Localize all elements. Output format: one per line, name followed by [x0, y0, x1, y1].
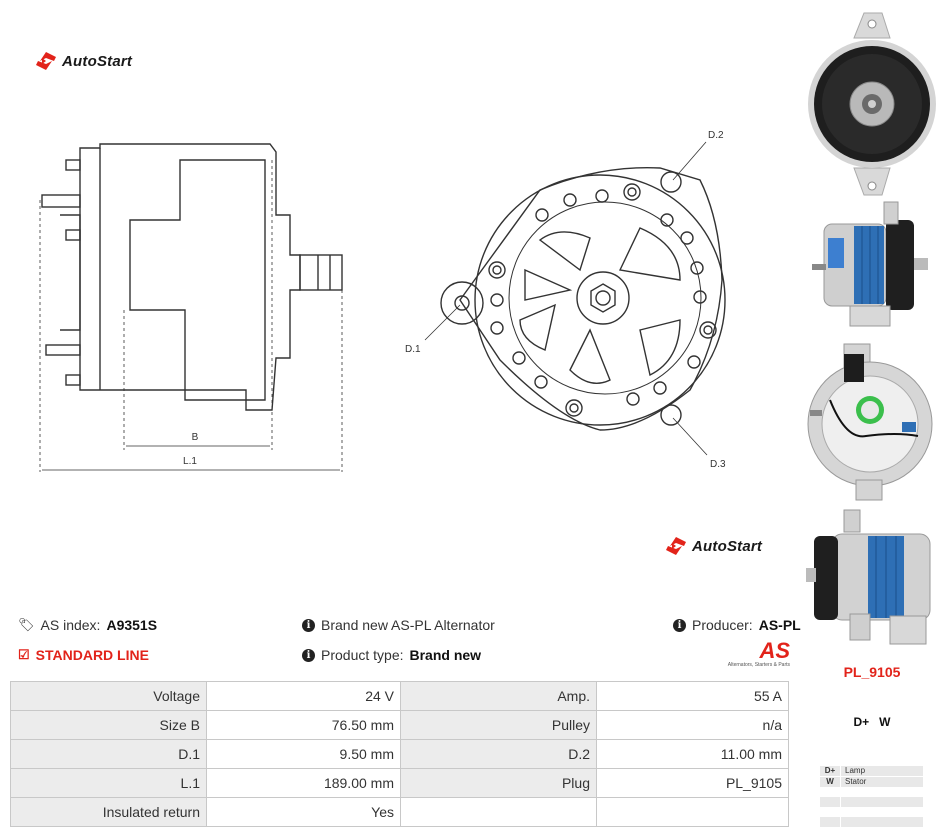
label-d2: D.2	[708, 130, 724, 141]
legend-key	[820, 817, 840, 827]
as-index: 🏷 AS index: A9351S	[18, 617, 157, 633]
legend-row: D+ Lamp	[820, 766, 923, 776]
legend-row	[820, 817, 923, 827]
spec-label: L.1	[10, 768, 207, 798]
label-d1: D.1	[405, 344, 421, 355]
legend-key: D+	[820, 766, 840, 776]
producer: i Producer: AS-PL	[673, 617, 801, 633]
plug-legend: D+ Lamp W Stator	[820, 766, 923, 828]
spec-value: 11.00 mm	[596, 739, 789, 769]
label-l1: L.1	[183, 456, 197, 467]
label-b: B	[192, 432, 199, 443]
spec-value: 55 A	[596, 681, 789, 711]
legend-key: W	[820, 777, 840, 787]
autostart-logo-icon	[36, 52, 56, 70]
as-pl-logo-tagline: Alternators, Starters & Parts	[727, 662, 790, 668]
table-row: D.1 9.50 mm D.2 11.00 mm	[10, 739, 789, 769]
spec-value: 189.00 mm	[206, 768, 401, 798]
spec-label: Size B	[10, 710, 207, 740]
plug-pins: D+ W	[853, 715, 891, 729]
spec-value: Yes	[206, 797, 401, 827]
legend-value	[841, 797, 923, 807]
spec-label: Insulated return	[10, 797, 207, 827]
spec-label	[400, 797, 597, 827]
product-photo-side[interactable]	[806, 198, 938, 334]
spec-value: 24 V	[206, 681, 401, 711]
spec-label: Plug	[400, 768, 597, 798]
description: i Brand new AS-PL Alternator	[302, 617, 495, 633]
legend-row: W Stator	[820, 777, 923, 787]
spec-value: 76.50 mm	[206, 710, 401, 740]
product-type-label: Product type:	[321, 647, 404, 663]
info-icon: i	[302, 618, 315, 632]
spec-value	[596, 797, 789, 827]
spec-label: Pulley	[400, 710, 597, 740]
spec-value: PL_9105	[596, 768, 789, 798]
as-index-value: A9351S	[106, 617, 158, 633]
autostart-logo-icon	[666, 537, 686, 555]
spec-value: 9.50 mm	[206, 739, 401, 769]
tags-icon: 🏷	[18, 617, 35, 632]
dimension-lines	[39, 160, 343, 472]
table-row: L.1 189.00 mm Plug PL_9105	[10, 768, 789, 798]
product-photo-rear[interactable]	[806, 340, 938, 505]
brand-logo-top: AutoStart	[36, 52, 132, 70]
as-pl-logo: AS Alternators, Starters & Parts	[706, 638, 790, 669]
legend-row	[820, 797, 923, 807]
spec-label: Voltage	[10, 681, 207, 711]
description-text: Brand new AS-PL Alternator	[321, 617, 495, 633]
producer-value: AS-PL	[758, 617, 801, 633]
legend-key	[820, 797, 840, 807]
brand-name: AutoStart	[62, 52, 133, 70]
info-icon: i	[673, 618, 686, 632]
info-icon: i	[302, 648, 315, 662]
product-type: i Product type: Brand new	[302, 647, 481, 663]
spec-label: D.1	[10, 739, 207, 769]
plug-code: PL_9105	[843, 664, 901, 680]
as-index-label: AS index:	[40, 617, 101, 633]
product-photo-front[interactable]	[806, 8, 938, 198]
legend-value: Stator	[841, 777, 923, 787]
front-leaders	[424, 141, 708, 456]
producer-label: Producer:	[692, 617, 753, 633]
spec-value: n/a	[596, 710, 789, 740]
check-square-icon: ☑	[18, 647, 30, 662]
specs-table: Voltage 24 V Amp. 55 A Size B 76.50 mm P…	[10, 681, 789, 827]
product-photo-side-2[interactable]	[806, 508, 938, 650]
as-pl-logo-text: AS	[759, 638, 790, 663]
table-row: Size B 76.50 mm Pulley n/a	[10, 710, 789, 740]
legend-value: Lamp	[841, 766, 923, 776]
label-d3: D.3	[710, 459, 726, 470]
table-row: Insulated return Yes	[10, 797, 789, 827]
brand-name: AutoStart	[692, 537, 763, 555]
table-row: Voltage 24 V Amp. 55 A	[10, 681, 789, 711]
standard-line: ☑ STANDARD LINE	[18, 647, 149, 663]
spec-label: D.2	[400, 739, 597, 769]
brand-logo-bottom: AutoStart	[666, 537, 762, 555]
line-label: STANDARD LINE	[35, 647, 149, 663]
front-view	[440, 166, 726, 431]
spec-label: Amp.	[400, 681, 597, 711]
alternator-technical-drawing: B L.1	[39, 130, 726, 472]
legend-value	[841, 817, 923, 827]
side-view	[41, 143, 343, 411]
product-type-value: Brand new	[409, 647, 482, 663]
